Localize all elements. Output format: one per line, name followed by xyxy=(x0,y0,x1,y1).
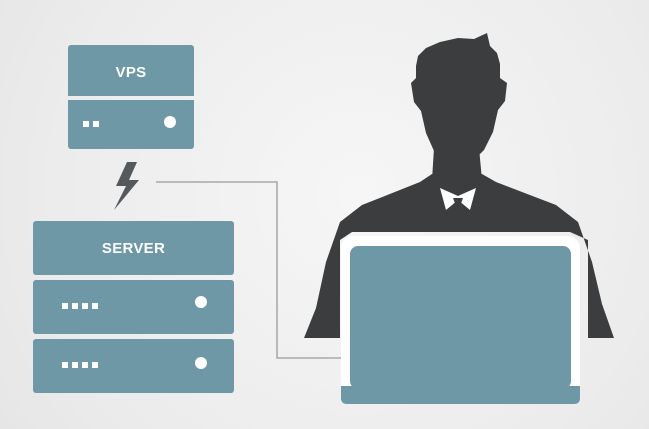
lightning-bolt-icon xyxy=(114,162,139,210)
vps-drive-bay xyxy=(68,100,194,149)
server-indicator-dot xyxy=(72,362,78,368)
tie-icon xyxy=(440,188,476,232)
server-power-led xyxy=(195,357,207,369)
laptop-icon xyxy=(341,236,580,404)
server-indicator-dot xyxy=(62,303,68,309)
server-header: SERVER xyxy=(33,221,234,275)
vps-indicator-dot xyxy=(83,121,89,127)
vps-header: VPS xyxy=(68,45,194,96)
person-silhouette-icon xyxy=(304,33,614,338)
server-label: SERVER xyxy=(101,240,166,257)
laptop-screen xyxy=(350,246,571,389)
vps-label: VPS xyxy=(115,64,147,81)
server-indicator-dot xyxy=(92,303,98,309)
server-indicator-dot xyxy=(72,303,78,309)
laptop-base xyxy=(341,386,580,404)
person-head xyxy=(411,33,507,167)
server-indicator-dot xyxy=(62,362,68,368)
server-indicator-dot xyxy=(82,303,88,309)
vps-indicator-dot xyxy=(93,121,99,127)
person-body xyxy=(304,174,614,338)
server-drive-bay xyxy=(33,339,234,393)
server-power-led xyxy=(195,296,207,308)
tie xyxy=(452,198,464,232)
server-indicator-dot xyxy=(82,362,88,368)
server-indicator-dot xyxy=(92,362,98,368)
server-drive-bay xyxy=(33,280,234,334)
person-neck xyxy=(432,148,482,180)
vps-power-led xyxy=(164,116,176,128)
connector-line xyxy=(156,181,350,359)
